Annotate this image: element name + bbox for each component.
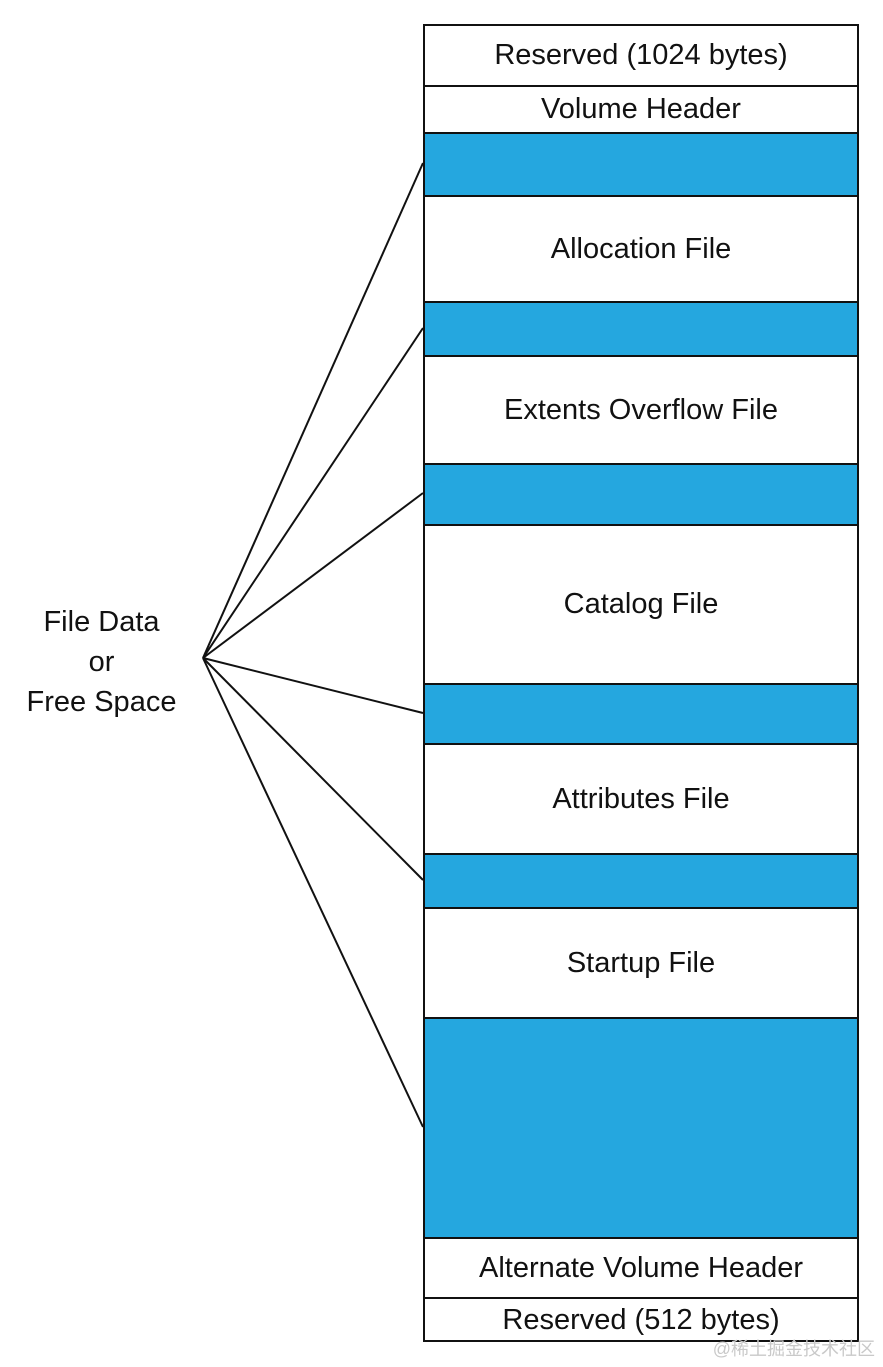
divider-2 <box>425 132 857 134</box>
startup-file-block: Startup File <box>425 909 857 1017</box>
attributes-file-label: Attributes File <box>552 782 730 815</box>
connector-line-2 <box>202 327 424 659</box>
reserved-1024-label: Reserved (1024 bytes) <box>494 39 788 71</box>
catalog-file-block: Catalog File <box>425 526 857 683</box>
left-label-line-2: or <box>88 646 115 678</box>
extents-overflow-file-block: Extents Overflow File <box>425 357 857 463</box>
volume-block-stack: Reserved (1024 bytes) Volume Header Allo… <box>423 24 859 1342</box>
left-label-line-1: File Data <box>43 606 160 638</box>
connector-line-6 <box>202 657 424 1128</box>
reserved-512-block: Reserved (512 bytes) <box>425 1299 857 1340</box>
alternate-volume-header-label: Alternate Volume Header <box>478 1251 804 1284</box>
alternate-volume-header-block: Alternate Volume Header <box>425 1239 857 1297</box>
connector-line-4 <box>202 657 424 714</box>
divider-9 <box>425 743 857 745</box>
startup-file-label: Startup File <box>566 946 716 979</box>
reserved-512-label: Reserved (512 bytes) <box>502 1304 780 1336</box>
connector-line-5 <box>202 657 424 881</box>
divider-5 <box>425 355 857 357</box>
volume-header-block: Volume Header <box>425 87 857 132</box>
connector-line-3 <box>202 492 424 659</box>
free-space-block-6 <box>425 1019 857 1237</box>
file-data-or-free-space-label: File Data or Free Space <box>0 602 203 722</box>
divider-3 <box>425 195 857 197</box>
attributes-file-block: Attributes File <box>425 745 857 853</box>
connector-line-1 <box>202 162 424 659</box>
divider-13 <box>425 1237 857 1239</box>
divider-6 <box>425 463 857 465</box>
watermark: @稀土掘金技术社区 <box>712 1339 875 1359</box>
divider-11 <box>425 907 857 909</box>
free-space-block-1 <box>425 134 857 195</box>
reserved-1024-block: Reserved (1024 bytes) <box>425 26 857 85</box>
free-space-block-5 <box>425 855 857 907</box>
volume-header-label: Volume Header <box>541 93 741 125</box>
divider-14 <box>425 1297 857 1299</box>
catalog-file-label: Catalog File <box>563 588 719 620</box>
free-space-block-2 <box>425 303 857 355</box>
allocation-file-block: Allocation File <box>425 197 857 301</box>
divider-10 <box>425 853 857 855</box>
left-label-line-3: Free Space <box>26 686 177 718</box>
allocation-file-label: Allocation File <box>550 232 732 265</box>
extents-overflow-file-label: Extents Overflow File <box>504 393 778 426</box>
divider-8 <box>425 683 857 685</box>
free-space-block-3 <box>425 465 857 524</box>
divider-12 <box>425 1017 857 1019</box>
divider-7 <box>425 524 857 526</box>
divider-1 <box>425 85 857 87</box>
divider-4 <box>425 301 857 303</box>
free-space-block-4 <box>425 685 857 743</box>
